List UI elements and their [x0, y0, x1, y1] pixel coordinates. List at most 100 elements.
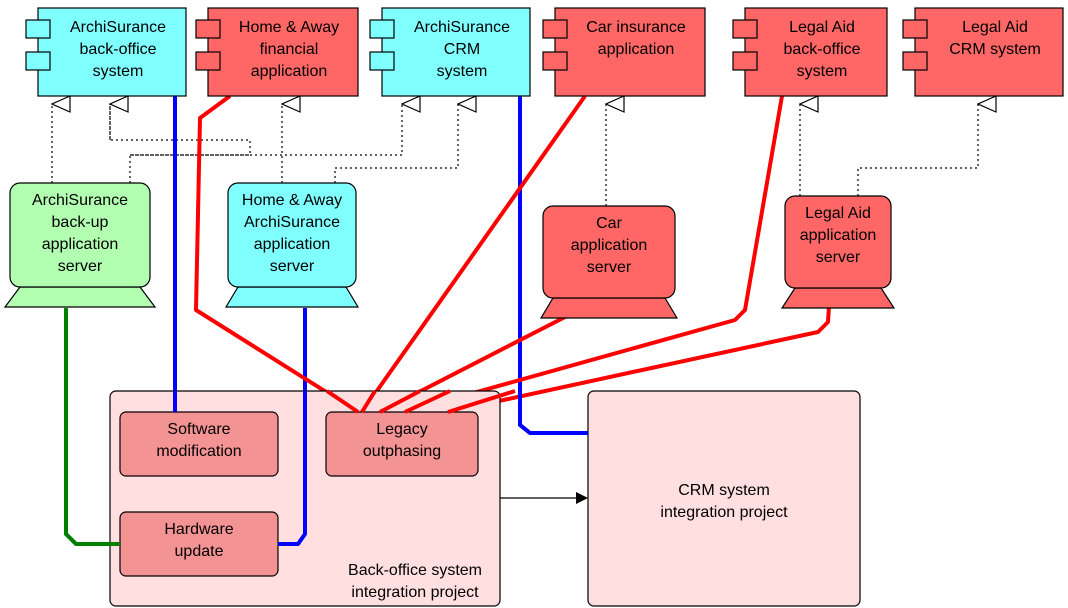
archisurance-backup-server-label: server: [58, 258, 103, 275]
hardware-update-label: Hardware: [164, 521, 233, 538]
archisurance-backup-server-label: back-up: [52, 214, 109, 231]
software-modification-label: Software: [167, 421, 230, 438]
archisurance-crm-label: ArchiSurance: [414, 19, 510, 36]
component-tab-icon: [369, 19, 395, 39]
home-away-archisurance-server-base: [224, 286, 360, 308]
component-tab-icon: [195, 51, 221, 71]
red-line-legalserver-to-legacy: [447, 305, 831, 414]
red-overlay-1: [360, 389, 377, 414]
home-away-archisurance-server-box: [227, 182, 357, 288]
home-away-archisurance-server-label: ArchiSurance: [244, 214, 340, 231]
software-modification-label: modification: [156, 443, 241, 460]
back-office-integration-project-label: integration project: [351, 584, 479, 601]
archisurance-backup-server-label: ArchiSurance: [32, 192, 128, 209]
realization-ha-to-backoffice-a: [109, 104, 251, 183]
legal-aid-back-office-label: Legal Aid: [789, 19, 855, 36]
realization-legal-crm: [857, 104, 978, 196]
archisurance-back-office: ArchiSurance back-office system: [25, 7, 187, 97]
home-away-financial-label: financial: [260, 41, 319, 58]
car-application-server-label: application: [571, 237, 648, 254]
component-tab-icon: [542, 19, 568, 39]
legal-aid-application-server-box: [784, 195, 892, 289]
back-office-integration-project-label: Back-office system: [348, 562, 482, 579]
legal-aid-crm-label: CRM system: [949, 41, 1041, 58]
archisurance-back-office-box: [37, 7, 187, 97]
archisurance-crm-label: CRM: [444, 41, 480, 58]
archisurance-back-office-label: system: [93, 63, 144, 80]
red-overlay-4: [447, 389, 516, 414]
archisurance-crm-box: [381, 7, 531, 97]
component-tab-icon: [732, 51, 758, 71]
home-away-financial-label: Home & Away: [239, 19, 339, 36]
legal-aid-back-office-label: system: [797, 63, 848, 80]
component-tab-icon: [732, 19, 758, 39]
component-tab-icon: [25, 51, 51, 71]
red-overlay-2: [379, 389, 421, 414]
red-line-car-to-legacy: [360, 94, 587, 414]
realization-backup-to-crm: [130, 104, 402, 156]
archisurance-back-office-label: ArchiSurance: [70, 19, 166, 36]
red-overlay-3: [404, 389, 451, 414]
legal-aid-crm-label: Legal Aid: [962, 19, 1028, 36]
software-modification: Software modification: [119, 411, 279, 477]
archisurance-crm-label: system: [437, 63, 488, 80]
hardware-update: Hardware update: [119, 511, 279, 577]
car-application-server-box: [542, 205, 676, 299]
car-insurance-label: Car insurance: [586, 19, 686, 36]
archisurance-backup-server-base: [3, 286, 157, 308]
component-tab-icon: [25, 19, 51, 39]
home-away-archisurance-server-label: application: [254, 236, 331, 253]
archisurance-backup-server: ArchiSurance back-up application server: [3, 182, 157, 308]
car-insurance-box: [554, 7, 706, 97]
legal-aid-application-server: Legal Aid application server: [780, 195, 896, 309]
crm-integration-project: CRM system integration project: [587, 390, 861, 607]
red-line-financial-to-legacy: [194, 94, 360, 414]
legal-aid-application-server-label: server: [816, 249, 861, 266]
home-away-archisurance-server-label: Home & Away: [242, 192, 342, 209]
component-tab-icon: [195, 19, 221, 39]
red-line-legalbo-to-legacy: [404, 95, 784, 414]
trigger-arrowhead: [576, 492, 588, 504]
archisurance-backup-server-box: [9, 182, 151, 288]
crm-integration-project-label: CRM system: [678, 482, 770, 499]
crm-integration-project-label: integration project: [660, 504, 788, 521]
red-overlay-0: [325, 389, 360, 414]
legal-aid-application-server-base: [780, 287, 896, 309]
home-away-financial-box: [207, 7, 359, 97]
legacy-outphasing-label: Legacy: [376, 421, 428, 438]
hardware-update-label: update: [175, 543, 224, 560]
legal-aid-back-office-label: back-office: [783, 41, 860, 58]
legacy-outphasing-label: outphasing: [363, 443, 441, 460]
software-modification-box: [119, 411, 279, 477]
archisurance-backup-server-label: application: [42, 236, 119, 253]
archisurance-back-office-label: back-office: [79, 41, 156, 58]
component-tab-icon: [902, 51, 928, 71]
legal-aid-application-server-label: application: [800, 227, 877, 244]
legacy-outphasing: Legacy outphasing: [325, 411, 479, 477]
car-insurance: Car insurance application: [542, 7, 706, 97]
legal-aid-back-office: Legal Aid back-office system: [732, 7, 888, 97]
blue-overlay-crm: [518, 391, 588, 435]
crm-integration-project-box: [587, 390, 861, 607]
home-away-archisurance-server-label: server: [270, 258, 315, 275]
legal-aid-back-office-box: [744, 7, 888, 97]
car-application-server-label: server: [587, 259, 632, 276]
component-tab-icon: [902, 19, 928, 39]
component-tab-icon: [369, 51, 395, 71]
green-overlay-hw: [64, 520, 120, 546]
legacy-outphasing-box: [325, 411, 479, 477]
car-insurance-label: application: [598, 41, 675, 58]
component-tab-icon: [542, 51, 568, 71]
home-away-financial-label: application: [251, 63, 328, 80]
car-application-server-base: [539, 297, 679, 319]
legal-aid-application-server-label: Legal Aid: [805, 205, 871, 222]
home-away-financial: Home & Away financial application: [195, 7, 359, 97]
blue-overlay-hw: [278, 476, 307, 546]
legal-aid-crm-box: [914, 7, 1064, 97]
realization-ha-to-crm: [334, 104, 458, 183]
